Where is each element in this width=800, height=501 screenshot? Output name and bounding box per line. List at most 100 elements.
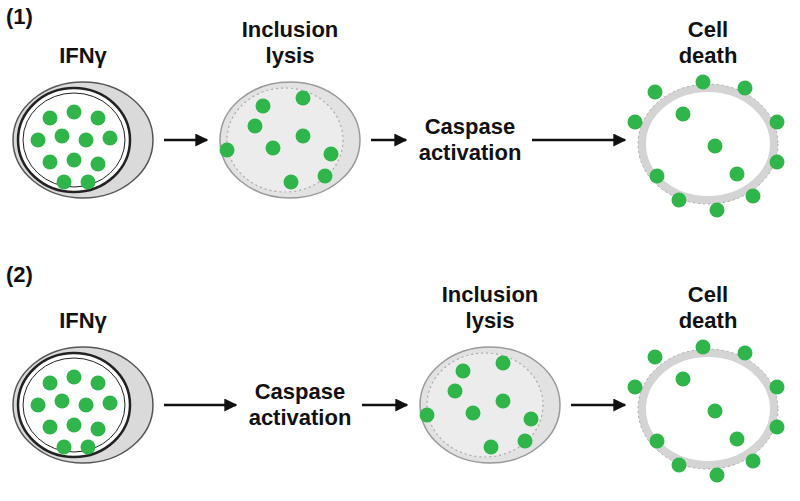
- bacterium: [448, 383, 463, 398]
- panel-number: (2): [6, 262, 33, 288]
- arrow: [164, 404, 236, 407]
- bacterium: [67, 369, 82, 384]
- bacterium: [672, 457, 687, 472]
- cell-body: [220, 82, 360, 198]
- cell-heading: Inclusion lysis: [440, 282, 540, 343]
- bacterium: [648, 349, 663, 364]
- cell-body: [420, 347, 560, 463]
- cell-node: Inclusion lysis: [215, 17, 365, 203]
- bacterium: [672, 192, 687, 207]
- cell-drawing: [8, 78, 158, 203]
- bacterium: [730, 166, 745, 181]
- bacterium: [256, 98, 271, 113]
- bacterium: [466, 405, 481, 420]
- bacterium: [770, 154, 785, 169]
- arrow: [164, 139, 207, 142]
- cell-heading: IFNγ: [33, 308, 133, 342]
- cell-drawing: [215, 78, 365, 203]
- cell-heading: Inclusion lysis: [240, 17, 340, 78]
- bacterium: [770, 419, 785, 434]
- cell-drawing: [633, 78, 783, 203]
- cell-node: IFNγ: [8, 308, 158, 467]
- bacterium: [496, 393, 511, 408]
- bacterium: [738, 345, 753, 360]
- bacterium: [296, 128, 311, 143]
- bacterium: [296, 90, 311, 105]
- inclusion-membrane: [23, 93, 125, 187]
- bacterium: [710, 467, 725, 482]
- bacterium: [628, 114, 643, 129]
- bacterium: [81, 174, 96, 189]
- bacterium: [730, 431, 745, 446]
- cell-heading: IFNγ: [33, 43, 133, 77]
- lysed-inclusion: [427, 353, 543, 457]
- bacterium: [91, 110, 106, 125]
- bacterium: [67, 104, 82, 119]
- bacterium: [91, 421, 106, 436]
- arrow: [362, 404, 407, 407]
- bacterium: [496, 355, 511, 370]
- bacterium: [676, 371, 691, 386]
- cell-drawing: [633, 343, 783, 468]
- dead-cell-outline: [638, 84, 778, 204]
- cell-illustration: [628, 339, 785, 482]
- bacterium: [456, 363, 471, 378]
- cell-node: Inclusion lysis: [415, 282, 565, 468]
- bacterium: [103, 130, 118, 145]
- bacterium: [648, 84, 663, 99]
- arrow: [532, 139, 625, 142]
- bacterium: [248, 118, 263, 133]
- bacterium: [284, 174, 299, 189]
- bacterium: [324, 146, 339, 161]
- dead-cell-ring: [642, 88, 774, 200]
- bacterium: [676, 106, 691, 121]
- cell-node: IFNγ: [8, 43, 158, 202]
- bacterium: [484, 439, 499, 454]
- cell-illustration: [420, 347, 561, 463]
- cell-heading: Cell death: [663, 17, 753, 78]
- bacterium: [318, 168, 333, 183]
- cell-heading: Cell death: [663, 282, 753, 343]
- bacterium: [220, 142, 235, 157]
- step-label: Caspase activation: [244, 379, 356, 432]
- cell-drawing: [415, 343, 565, 468]
- bacterium: [746, 453, 761, 468]
- bacterium: [650, 433, 665, 448]
- bacterium: [31, 397, 46, 412]
- dead-cell-ring: [642, 353, 774, 465]
- bacterium: [79, 132, 94, 147]
- bacterium: [420, 407, 435, 422]
- cell-illustration: [220, 82, 361, 198]
- lysed-inclusion: [227, 88, 343, 192]
- bacterium: [31, 132, 46, 147]
- dead-cell-outline: [638, 349, 778, 469]
- bacterium: [57, 439, 72, 454]
- bacterium: [91, 375, 106, 390]
- bacterium: [43, 110, 58, 125]
- bacterium: [696, 74, 711, 89]
- bacterium: [524, 411, 539, 426]
- bacterium: [67, 417, 82, 432]
- cell-node: Cell death: [633, 17, 783, 203]
- bacterium: [81, 439, 96, 454]
- panel-number: (1): [6, 4, 33, 30]
- step-label: Caspase activation: [414, 114, 526, 167]
- cell-body: [13, 347, 153, 463]
- bacterium: [770, 379, 785, 394]
- arrow: [371, 139, 406, 142]
- bacterium: [708, 403, 723, 418]
- bacterium: [746, 188, 761, 203]
- step-text: Caspase activation: [414, 114, 526, 167]
- cell-illustration: [13, 347, 153, 463]
- bacterium: [518, 433, 533, 448]
- bacterium: [55, 393, 70, 408]
- bacterium: [43, 375, 58, 390]
- bacterium: [43, 419, 58, 434]
- cell-body: [13, 82, 153, 198]
- bacterium: [770, 114, 785, 129]
- bacterium: [628, 379, 643, 394]
- bacterium: [650, 168, 665, 183]
- bacterium: [696, 339, 711, 354]
- cell-drawing: [8, 343, 158, 468]
- cell-node: Cell death: [633, 282, 783, 468]
